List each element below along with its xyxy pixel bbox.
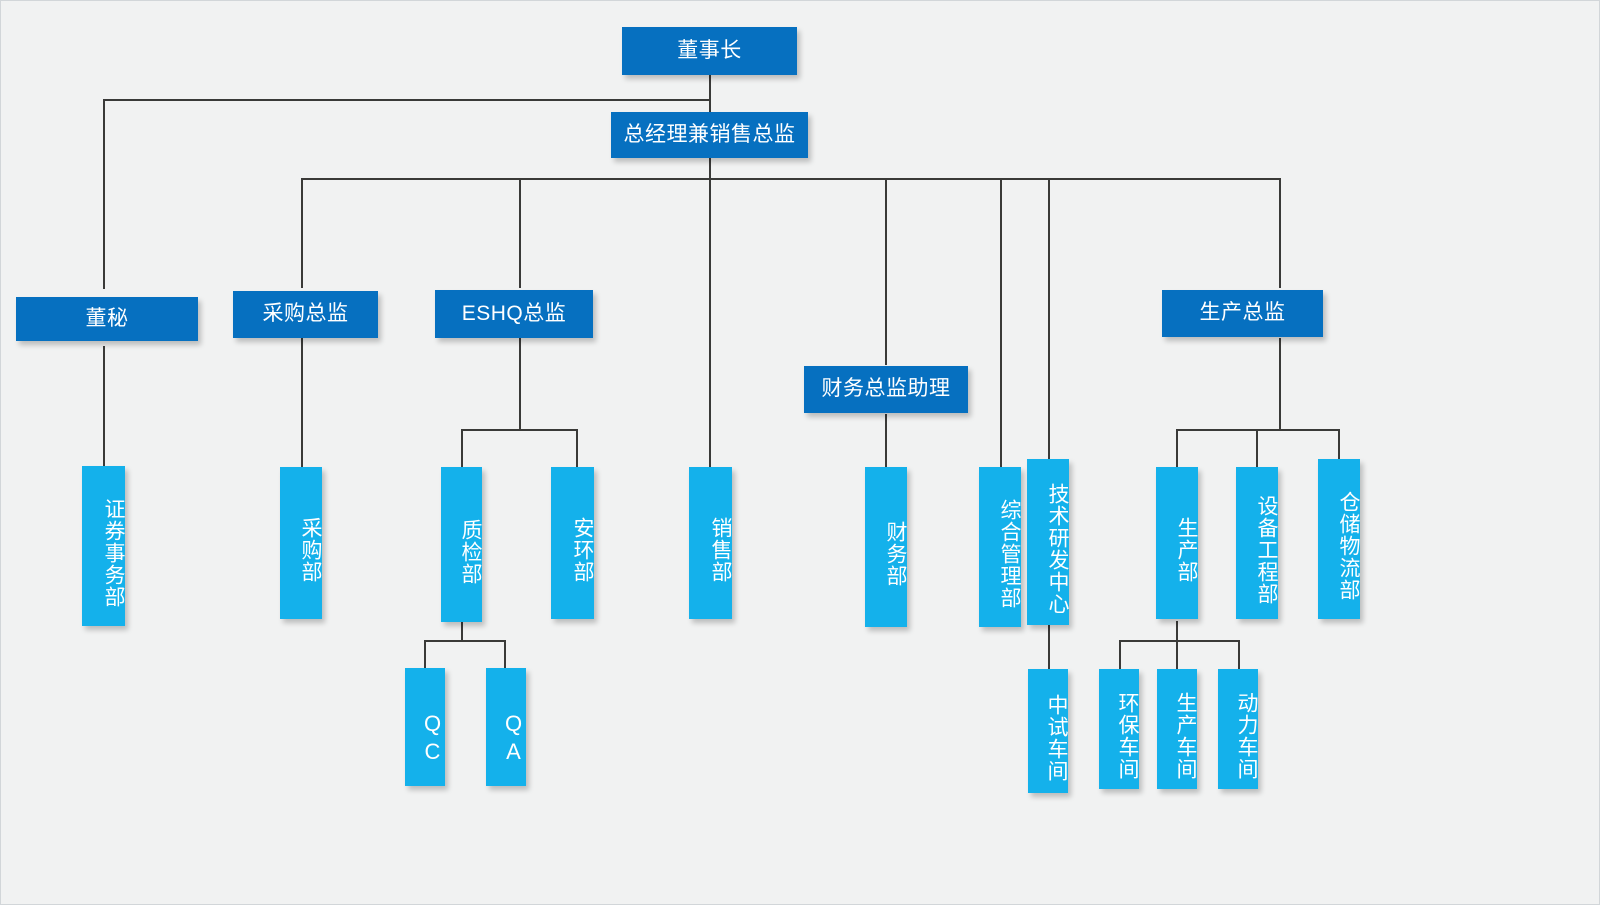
connector-workshop-bus <box>1119 640 1239 642</box>
node-purchasing-director[interactable]: 采购总监 <box>233 291 378 338</box>
node-power-workshop[interactable]: 动力车间 <box>1218 669 1258 789</box>
connector-to-production-workshop <box>1176 640 1178 669</box>
node-qa[interactable]: QA <box>486 668 526 786</box>
node-rd-center[interactable]: 技术研发中心 <box>1027 459 1069 625</box>
node-finance-director-assistant[interactable]: 财务总监助理 <box>804 366 968 413</box>
connector-to-board-secretary <box>103 99 105 289</box>
connector-bus-to-finance-director-assistant <box>885 178 887 365</box>
connector-production-to-warehouse <box>1338 429 1340 469</box>
connector-quality-down <box>461 621 463 641</box>
connector-production-to-equipment <box>1256 429 1258 469</box>
connector-production-to-prod-dept <box>1176 429 1178 469</box>
connector-chairman-bus <box>103 99 711 101</box>
connector-bus-to-purchasing-director <box>301 178 303 288</box>
node-eshq-director[interactable]: ESHQ总监 <box>435 290 593 338</box>
connector-bus-to-rd-center <box>1048 178 1050 468</box>
node-production-workshop[interactable]: 生产车间 <box>1157 669 1197 789</box>
connector-production-director-down <box>1279 338 1281 430</box>
node-general-manager[interactable]: 总经理兼销售总监 <box>611 112 808 158</box>
node-finance-dept[interactable]: 财务部 <box>865 467 907 627</box>
connector-to-environmental-workshop <box>1119 640 1121 669</box>
node-general-admin-dept[interactable]: 综合管理部 <box>979 467 1021 627</box>
connector-quality-to-qc <box>424 640 426 669</box>
node-environmental-workshop[interactable]: 环保车间 <box>1099 669 1139 789</box>
connector-chairman-down <box>709 74 711 112</box>
connector-eshq-bus <box>461 429 578 431</box>
node-warehouse-logistics-dept[interactable]: 仓储物流部 <box>1318 459 1360 619</box>
connector-gm-down <box>709 157 711 180</box>
node-qc[interactable]: QC <box>405 668 445 786</box>
connector-finance-assistant-to-dept <box>885 414 887 469</box>
connector-board-secretary-to-securities <box>103 346 105 466</box>
node-production-director[interactable]: 生产总监 <box>1162 290 1323 337</box>
connector-bus-to-sales-dept <box>709 178 711 468</box>
connector-production-bus <box>1176 429 1340 431</box>
node-production-dept[interactable]: 生产部 <box>1156 467 1198 619</box>
connector-bus-to-production-director <box>1279 178 1281 288</box>
connector-prod-dept-down <box>1176 621 1178 641</box>
node-quality-inspection-dept[interactable]: 质检部 <box>441 467 482 622</box>
connector-to-power-workshop <box>1238 640 1240 669</box>
connector-eshq-to-quality <box>461 429 463 469</box>
connector-eshq-to-safety <box>576 429 578 469</box>
connector-bus-to-general-admin <box>1000 178 1002 468</box>
connector-eshq-down <box>519 338 521 430</box>
connector-quality-bus <box>424 640 506 642</box>
node-chairman[interactable]: 董事长 <box>622 27 797 75</box>
node-purchasing-dept[interactable]: 采购部 <box>280 467 322 619</box>
node-securities-affairs-dept[interactable]: 证券事务部 <box>82 466 125 626</box>
node-safety-environment-dept[interactable]: 安环部 <box>551 467 594 619</box>
node-pilot-workshop[interactable]: 中试车间 <box>1028 669 1068 793</box>
node-sales-dept[interactable]: 销售部 <box>689 467 732 619</box>
connector-purchasing-director-to-dept <box>301 338 303 468</box>
connector-main-bus <box>301 178 1281 180</box>
node-board-secretary[interactable]: 董秘 <box>16 297 198 341</box>
connector-bus-to-eshq-director <box>519 178 521 288</box>
connector-quality-to-qa <box>504 640 506 669</box>
connector-rd-to-pilot-workshop <box>1048 624 1050 670</box>
node-equipment-engineering-dept[interactable]: 设备工程部 <box>1236 467 1278 619</box>
